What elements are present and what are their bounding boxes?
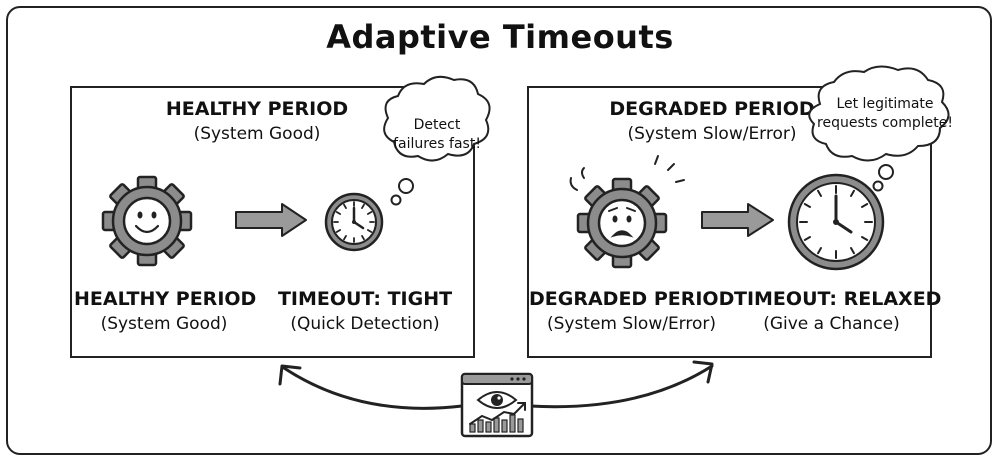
degraded-gear-sub: (System Slow/Error) [546, 314, 717, 334]
detect-thought-text: Detect failures fast! [382, 116, 492, 154]
bidirectional-curved-arrow [278, 360, 714, 410]
degraded-heading-sub: (System Slow/Error) [627, 124, 797, 144]
legitimate-thought-line1: Let legitimate [836, 96, 934, 112]
legitimate-thought-text: Let legitimate requests complete! [810, 95, 960, 133]
right-arrow-icon [235, 203, 307, 237]
sweat-drops-icon [569, 155, 685, 191]
legitimate-thought-line2: requests complete! [817, 115, 953, 131]
degraded-gear-label: DEGRADED PERIOD [529, 288, 735, 310]
relaxed-timeout-label: TIMEOUT: RELAXED [734, 288, 942, 310]
large-clock-icon [787, 173, 885, 271]
happy-gear-icon [101, 175, 193, 267]
worried-gear-icon [576, 177, 668, 269]
detect-thought-line1: Detect [413, 117, 461, 133]
legitimate-thought-bubble [808, 65, 950, 192]
tight-timeout-sub: (Quick Detection) [290, 314, 440, 334]
detect-thought-bubble [383, 75, 491, 206]
relaxed-timeout-sub: (Give a Chance) [763, 314, 900, 334]
outer-frame [6, 6, 992, 455]
healthy-heading: HEALTHY PERIOD [165, 98, 349, 120]
healthy-gear-label: HEALTHY PERIOD [74, 288, 257, 310]
right-arrow-icon [701, 203, 774, 237]
monitoring-eye-chart-icon [460, 372, 534, 438]
tight-timeout-label: TIMEOUT: TIGHT [277, 288, 453, 310]
small-clock-icon [324, 192, 384, 252]
detect-thought-line2: failures fast! [393, 136, 481, 152]
page-title: Adaptive Timeouts [326, 18, 674, 56]
degraded-heading: DEGRADED PERIOD [609, 98, 815, 120]
healthy-gear-sub: (System Good) [100, 314, 228, 334]
healthy-heading-sub: (System Good) [193, 124, 321, 144]
